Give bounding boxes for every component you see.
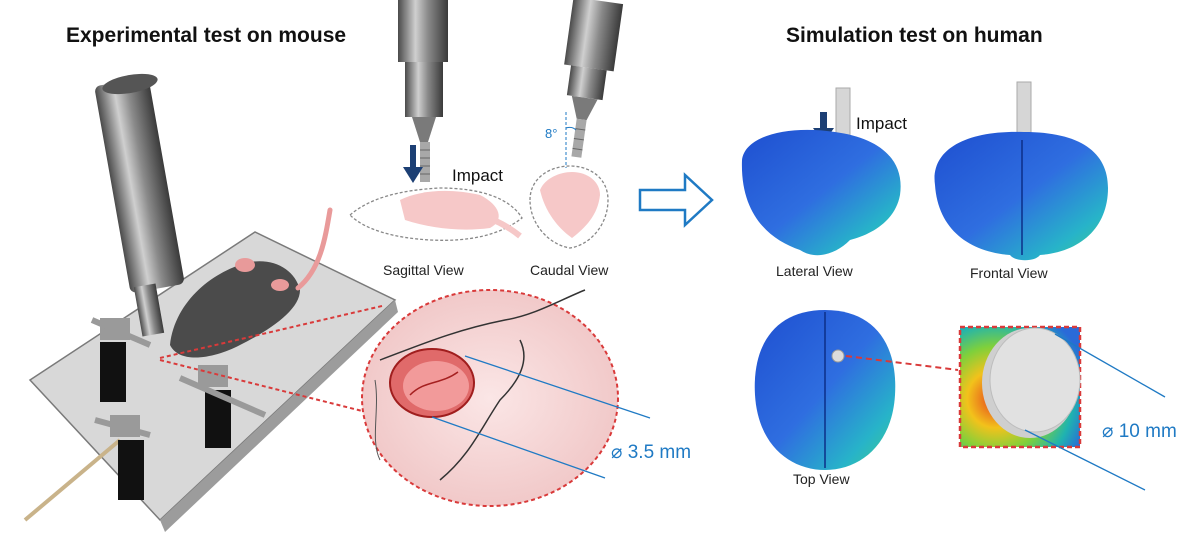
callout-line-lower <box>159 359 383 417</box>
impact-arrow-shaft <box>410 145 416 169</box>
callout-line-human <box>845 355 959 371</box>
lateral-impact-arrow-shaft <box>820 112 827 130</box>
mouse-impact-label: Impact <box>452 166 504 185</box>
mouse-diameter-label: ⌀ 3.5 mm <box>611 442 692 463</box>
impactor-footprint <box>989 327 1081 433</box>
sagittal-view-label: Sagittal View <box>383 262 464 278</box>
sagittal-impactor <box>398 0 448 182</box>
human-impact-label: Impact <box>856 114 908 133</box>
dimension-line-lower <box>431 416 606 479</box>
left-panel-title: Experimental test on mouse <box>66 24 347 47</box>
dimension-line-upper <box>464 355 651 419</box>
lateral-brain <box>741 129 901 256</box>
right-panel-title: Simulation test on human <box>786 24 1043 47</box>
caudal-view-label: Caudal View <box>530 262 609 278</box>
human-dimension-line-lower <box>1024 429 1146 491</box>
caudal-impactor <box>564 0 624 158</box>
top-impact-site <box>831 349 845 363</box>
angle-arc <box>565 126 577 131</box>
frontal-impactor-rod <box>1016 81 1032 141</box>
angle-label: 8° <box>545 126 558 141</box>
top-view-label: Top View <box>793 471 850 487</box>
stereotaxic-setup-illustration <box>23 73 398 532</box>
caudal-skull-outline <box>529 165 609 249</box>
lateral-view-label: Lateral View <box>776 263 853 279</box>
human-diameter-label: ⌀ 10 mm <box>1102 421 1177 442</box>
frontal-view-label: Frontal View <box>970 265 1048 281</box>
human-dimension-line-upper <box>1054 333 1166 398</box>
sagittal-skull-outline <box>349 187 523 241</box>
skull-magnified-view <box>361 289 619 507</box>
transition-arrow <box>638 172 714 228</box>
impact-arrow-head <box>403 167 423 183</box>
callout-line-upper <box>159 305 383 359</box>
